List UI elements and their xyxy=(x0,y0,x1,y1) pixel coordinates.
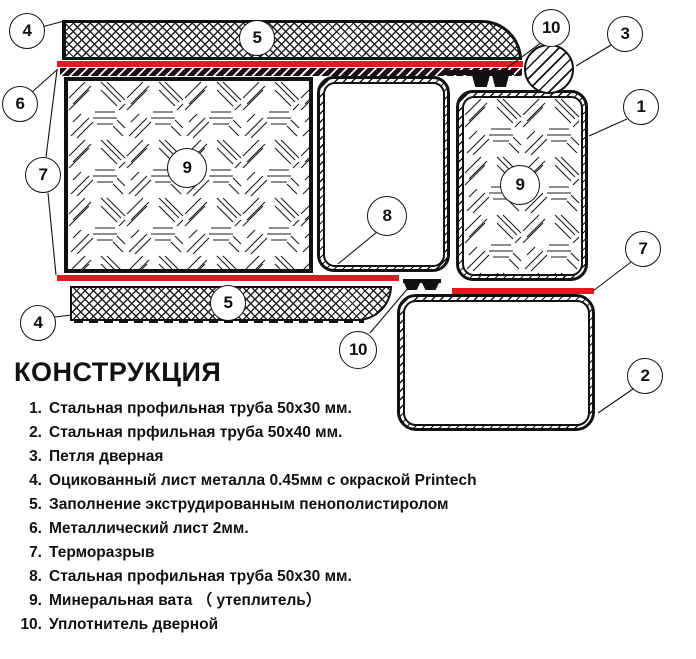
steel-tube-8 xyxy=(317,76,450,272)
legend-item-number: 9. xyxy=(29,592,42,609)
legend-item-number: 8. xyxy=(29,568,42,585)
legend-item-number: 5. xyxy=(29,496,42,513)
steel-tube-1-wool xyxy=(461,95,583,276)
legend-item-number: 2. xyxy=(29,424,42,441)
callout-10-top: 10 xyxy=(532,9,570,47)
legend-item: 5. Заполнение экструдированным пенополис… xyxy=(14,493,686,517)
legend-item: 2. Стальная прфильная труба 50x40 мм. xyxy=(14,421,686,445)
legend-item-number: 7. xyxy=(29,544,42,561)
legend-item-number: 4. xyxy=(29,472,42,489)
door-seal-top-lobe xyxy=(472,75,490,87)
legend-item: 4. Оцикованный лист металла 0.45мм с окр… xyxy=(14,469,686,493)
callout-3: 3 xyxy=(607,16,643,52)
legend-item: 9. Минеральная вата （ утеплитель） xyxy=(14,589,686,613)
bottom-sheet-dashes xyxy=(74,319,364,323)
door-seal-bottom-lobe xyxy=(422,283,439,290)
legend-item: 7. Терморазрыв xyxy=(14,541,686,565)
callout-5-bottom: 5 xyxy=(210,285,246,321)
legend-item-text: Петля дверная xyxy=(49,448,164,465)
callout-2: 2 xyxy=(627,358,663,394)
metal-sheet-band xyxy=(60,68,522,76)
door-seal-top-bar xyxy=(444,70,514,75)
legend-item-text: Уплотнитель дверной xyxy=(49,616,219,633)
legend-item-number: 3. xyxy=(29,448,42,465)
callout-8: 8 xyxy=(367,196,407,236)
legend-item-text: Стальная профильная труба 50x30 мм. xyxy=(49,400,352,417)
callout-4-top: 4 xyxy=(9,13,45,49)
page-title: КОНСТРУКЦИЯ xyxy=(14,357,222,387)
legend-item-text: Минеральная вата （ утеплитель） xyxy=(49,592,322,609)
callout-9-right: 9 xyxy=(500,165,540,205)
steel-tube-2 xyxy=(397,294,595,431)
legend-item-number: 1. xyxy=(29,400,42,417)
callout-6: 6 xyxy=(2,86,38,122)
thermal-break-right xyxy=(452,288,594,294)
legend-item-text: Стальная профильная труба 50x30 мм. xyxy=(49,568,352,585)
legend-item-text: Металлический лист 2мм. xyxy=(49,520,249,537)
thermal-break-top xyxy=(57,61,523,67)
callout-4-bottom: 4 xyxy=(20,305,56,341)
door-seal-bottom-bar xyxy=(403,279,441,283)
door-seal-top-lobe xyxy=(492,75,509,87)
door-seal-bottom-lobe xyxy=(404,283,420,290)
callout-7-left: 7 xyxy=(25,157,61,193)
legend-item-text: Терморазрыв xyxy=(49,544,155,561)
legend-item: 1. Стальная профильная труба 50x30 мм. xyxy=(14,397,686,421)
top-sheet-panel xyxy=(62,20,522,60)
construction-legend: КОНСТРУКЦИЯ 1. Стальная профильная труба… xyxy=(14,357,686,637)
callout-10-bottom: 10 xyxy=(339,331,377,369)
callout-5-top: 5 xyxy=(239,20,275,56)
legend-item-text: Оцикованный лист металла 0.45мм с окраск… xyxy=(49,472,477,489)
legend-item: 6. Металлический лист 2мм. xyxy=(14,517,686,541)
thermal-break-bottom xyxy=(57,275,399,281)
steel-tube-2-cavity xyxy=(402,299,590,426)
door-hinge xyxy=(524,44,574,94)
legend-item-text: Стальная прфильная труба 50x40 мм. xyxy=(49,424,343,441)
legend-item-number: 10. xyxy=(20,616,42,633)
callout-1: 1 xyxy=(623,89,659,125)
legend-item: 3. Петля дверная xyxy=(14,445,686,469)
legend-item: 8. Стальная профильная труба 50x30 мм. xyxy=(14,565,686,589)
legend-item-text: Заполнение экструдированным пенополистир… xyxy=(49,496,449,513)
legend-item-number: 6. xyxy=(29,520,42,537)
legend-item: 10. Уплотнитель дверной xyxy=(14,613,686,637)
steel-tube-8-cavity xyxy=(322,81,445,267)
callout-7-right: 7 xyxy=(625,231,661,267)
callout-9-left: 9 xyxy=(167,148,207,188)
